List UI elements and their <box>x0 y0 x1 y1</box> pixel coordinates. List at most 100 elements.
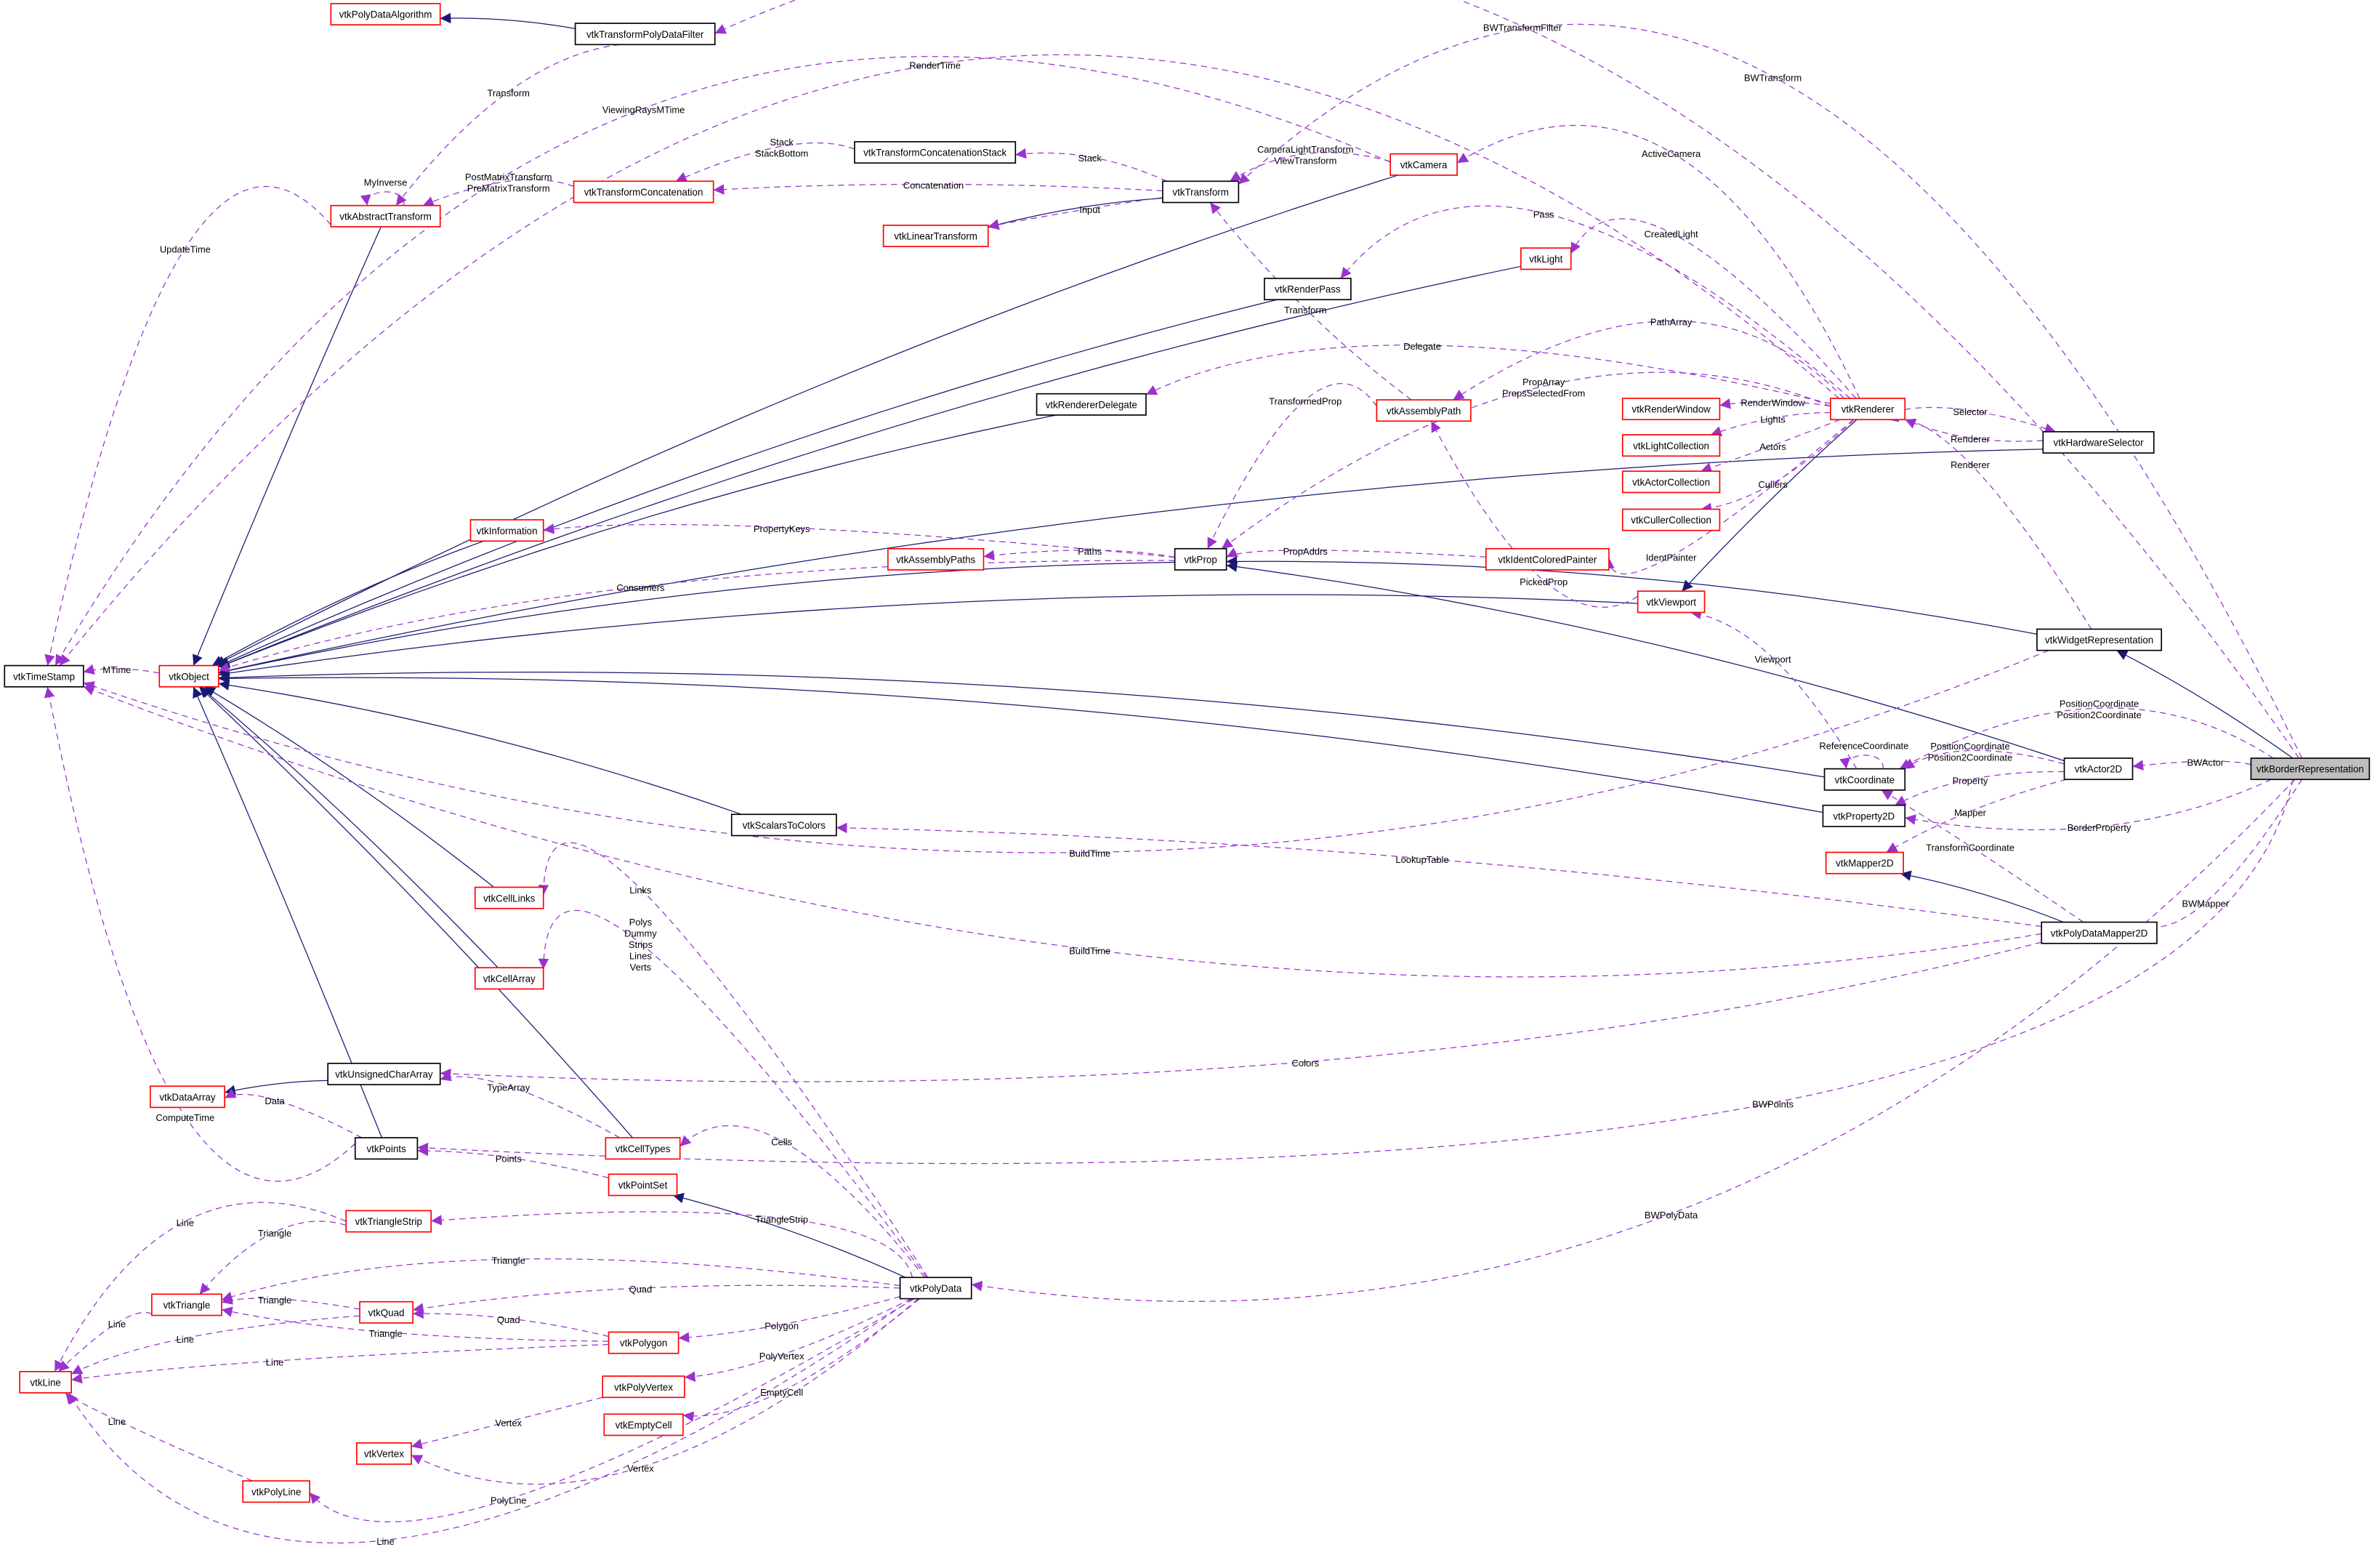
inheritance-edge-vtk-unsigned-char-array-to-vtk-data-array <box>224 1079 328 1095</box>
class-node-vtk-quad[interactable]: vtkQuad <box>359 1300 414 1324</box>
node-box <box>474 886 544 909</box>
inheritance-edge-vtk-actor2-d-to-vtk-prop <box>1226 561 2065 762</box>
class-node-vtk-scalars-to-colors[interactable]: vtkScalarsToColors <box>730 813 837 837</box>
node-box <box>887 547 985 571</box>
node-label: vtkRenderWindow <box>1631 404 1711 415</box>
class-node-vtk-unsigned-char-array[interactable]: vtkUnsignedCharArray <box>327 1062 441 1085</box>
edge-label: Property <box>1953 776 1988 787</box>
usage-edge-vtk-poly-vertex-to-vtk-vertex <box>411 1396 603 1450</box>
class-node-vtk-transform-concatenation[interactable]: vtkTransformConcatenation <box>573 180 714 204</box>
node-box <box>608 1331 679 1354</box>
edge-label: Input <box>1079 204 1100 215</box>
class-node-vtk-time-stamp[interactable]: vtkTimeStamp <box>4 664 84 688</box>
inheritance-edge-vtk-coordinate-to-vtk-object <box>218 671 1825 778</box>
class-node-vtk-mapper2-d[interactable]: vtkMapper2D <box>1825 851 1904 875</box>
class-node-vtk-data-array[interactable]: vtkDataArray <box>149 1085 225 1109</box>
class-node-vtk-widget-representation[interactable]: vtkWidgetRepresentation <box>2036 628 2163 651</box>
class-node-vtk-cell-types[interactable]: vtkCellTypes <box>605 1137 681 1160</box>
class-node-vtk-ident-colored-painter[interactable]: vtkIdentColoredPainter <box>1485 547 1610 571</box>
class-node-vtk-cell-links[interactable]: vtkCellLinks <box>474 886 544 909</box>
inheritance-edge-vtk-information-to-vtk-object <box>211 540 484 667</box>
node-label: vtkPolygon <box>620 1338 667 1348</box>
edge-label: RenderWindow <box>1740 397 1805 408</box>
class-node-vtk-triangle[interactable]: vtkTriangle <box>151 1293 222 1316</box>
class-node-vtk-transform[interactable]: vtkTransform <box>1162 180 1240 204</box>
usage-edge-vtk-poly-data-to-vtk-cell-types <box>679 1125 925 1278</box>
class-node-vtk-points[interactable]: vtkPoints <box>354 1137 419 1160</box>
class-node-vtk-assembly-paths[interactable]: vtkAssemblyPaths <box>887 547 985 571</box>
usage-edge-vtk-widget-representation-to-vtk-renderer <box>1887 411 2092 630</box>
node-label: vtkCellTypes <box>616 1143 671 1154</box>
usage-edge-vtk-poly-data-to-vtk-vertex <box>411 1298 919 1485</box>
class-node-vtk-prop[interactable]: vtkProp <box>1174 547 1227 571</box>
edge-label: ViewTransform <box>1274 156 1336 166</box>
usage-edge-vtk-coordinate-to-vtk-coordinate <box>1839 755 1884 769</box>
class-node-vtk-poly-data[interactable]: vtkPolyData <box>899 1276 972 1300</box>
usage-edge-vtk-camera-to-vtk-time-stamp <box>55 56 1391 666</box>
node-box <box>151 1293 222 1316</box>
class-node-vtk-cell-array[interactable]: vtkCellArray <box>474 967 544 990</box>
class-node-vtk-poly-data-algorithm[interactable]: vtkPolyDataAlgorithm <box>330 3 441 26</box>
node-box <box>345 1210 432 1233</box>
usage-edge-vtk-polygon-to-vtk-quad <box>413 1308 609 1338</box>
class-node-vtk-renderer-delegate[interactable]: vtkRendererDelegate <box>1036 393 1147 416</box>
inheritance-edge-vtk-render-pass-to-vtk-object <box>218 299 1278 667</box>
edge-label: Cells <box>771 1137 792 1148</box>
class-node-vtk-vertex[interactable]: vtkVertex <box>355 1442 412 1466</box>
class-node-vtk-polygon[interactable]: vtkPolygon <box>608 1331 679 1354</box>
class-node-vtk-property2-d[interactable]: vtkProperty2D <box>1822 804 1906 827</box>
usage-edge-vtk-quad-to-vtk-line <box>70 1315 360 1375</box>
class-node-vtk-information[interactable]: vtkInformation <box>469 519 544 542</box>
class-node-vtk-viewport[interactable]: vtkViewport <box>1637 590 1706 614</box>
edge-label: Line <box>177 1334 194 1345</box>
class-node-vtk-hardware-selector[interactable]: vtkHardwareSelector <box>2042 431 2155 454</box>
class-node-vtk-camera[interactable]: vtkCamera <box>1389 153 1458 176</box>
class-node-vtk-transform-poly-data-filter[interactable]: vtkTransformPolyDataFilter <box>574 23 716 46</box>
usage-edge-vtk-object-to-vtk-time-stamp <box>83 664 160 675</box>
class-node-vtk-triangle-strip[interactable]: vtkTriangleStrip <box>345 1210 432 1233</box>
node-box <box>1825 851 1904 875</box>
edge-label: Line <box>376 1536 394 1547</box>
edge-label: Delegate <box>1403 341 1441 352</box>
class-node-vtk-render-pass[interactable]: vtkRenderPass <box>1264 278 1352 301</box>
class-node-vtk-abstract-transform[interactable]: vtkAbstractTransform <box>330 204 441 228</box>
class-node-vtk-assembly-path[interactable]: vtkAssemblyPath <box>1376 399 1472 422</box>
usage-edge-vtk-poly-data-to-vtk-line <box>68 1298 913 1544</box>
usage-edge-vtk-points-to-vtk-data-array <box>224 1088 363 1138</box>
edge-label: Pass <box>1533 209 1554 220</box>
node-label: vtkPoints <box>366 1143 406 1154</box>
class-node-vtk-poly-data-mapper2-d[interactable]: vtkPolyDataMapper2D <box>2041 921 2158 944</box>
class-node-vtk-transform-concatenation-stack[interactable]: vtkTransformConcatenationStack <box>854 141 1017 164</box>
usage-edge-vtk-triangle-strip-to-vtk-triangle <box>199 1221 347 1295</box>
class-node-vtk-poly-line[interactable]: vtkPolyLine <box>242 1480 310 1503</box>
usage-edge-vtk-poly-data-to-vtk-triangle <box>221 1258 900 1302</box>
node-label: vtkBorderRepresentation <box>2256 764 2364 775</box>
class-node-vtk-line[interactable]: vtkLine <box>19 1370 73 1394</box>
usage-edge-vtk-poly-data-to-vtk-quad <box>413 1284 900 1314</box>
edge-label: Triangle <box>258 1295 291 1306</box>
class-node-vtk-actor2-d[interactable]: vtkActor2D <box>2063 757 2134 781</box>
class-node-vtk-linear-transform[interactable]: vtkLinearTransform <box>882 225 989 247</box>
class-node-vtk-object[interactable]: vtkObject <box>158 664 219 688</box>
class-node-vtk-coordinate[interactable]: vtkCoordinate <box>1823 768 1906 791</box>
class-node-vtk-light-collection[interactable]: vtkLightCollection <box>1621 434 1721 457</box>
class-node-vtk-culler-collection[interactable]: vtkCullerCollection <box>1621 508 1721 531</box>
usage-edge-vtk-renderer-to-vtk-render-pass <box>1340 205 1851 399</box>
node-box <box>469 519 544 542</box>
node-label: vtkQuad <box>368 1307 405 1318</box>
inheritance-edge-vtk-border-representation-to-vtk-widget-representation <box>2116 650 2294 759</box>
edge-label: CameraLightTransform <box>1257 144 1354 155</box>
class-node-vtk-renderer[interactable]: vtkRenderer <box>1830 398 1906 421</box>
class-node-vtk-poly-vertex[interactable]: vtkPolyVertex <box>602 1375 685 1399</box>
class-node-vtk-point-set[interactable]: vtkPointSet <box>608 1173 678 1197</box>
usage-edge-vtk-renderer-to-vtk-actor-collection <box>1701 419 1841 473</box>
usage-edge-vtk-border-representation-to-vtk-transform <box>1238 23 2303 759</box>
class-node-vtk-empty-cell[interactable]: vtkEmptyCell <box>603 1413 684 1436</box>
class-node-vtk-border-representation[interactable]: vtkBorderRepresentation <box>2250 757 2371 781</box>
class-node-vtk-render-window[interactable]: vtkRenderWindow <box>1621 398 1721 421</box>
node-label: vtkProperty2D <box>1834 811 1895 821</box>
node-label: vtkCullerCollection <box>1631 515 1711 526</box>
inheritance-edge-vtk-viewport-to-vtk-object <box>218 594 1638 679</box>
class-node-vtk-actor-collection[interactable]: vtkActorCollection <box>1621 470 1721 494</box>
class-node-vtk-light[interactable]: vtkLight <box>1520 247 1572 270</box>
